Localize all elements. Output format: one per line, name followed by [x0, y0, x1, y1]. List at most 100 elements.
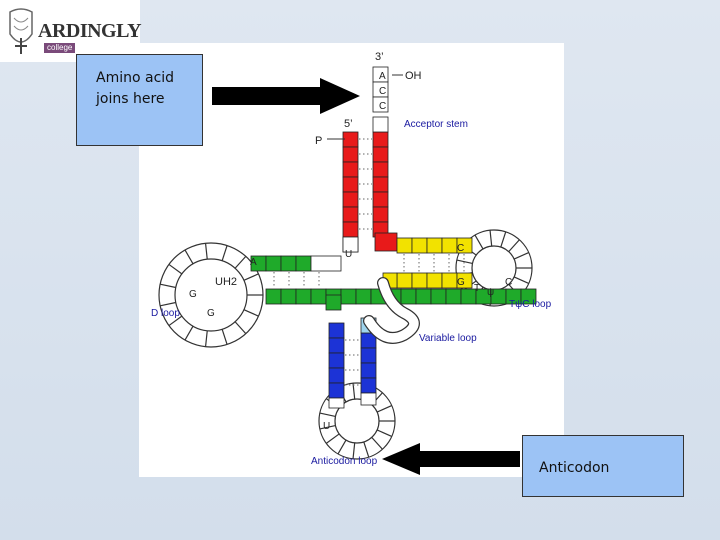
- cca-c2: C: [379, 101, 386, 112]
- arrow-right-icon: [212, 78, 360, 114]
- anticodon-loop-ring-segment: [337, 439, 347, 455]
- anticodon-cell: [328, 337, 345, 354]
- anticodon-cell: [328, 397, 345, 409]
- trna-diagram: 3’ OH 5’ P A C C Acceptor stem D loop Tψ…: [139, 43, 564, 477]
- anticodon-loop-ring-segment: [371, 436, 383, 450]
- tpsic-cell: [426, 237, 443, 254]
- variable-loop-label: Variable loop: [419, 333, 477, 344]
- cca-a: A: [379, 71, 386, 82]
- d-arm-cell: [415, 288, 432, 305]
- anticodon-cell: [360, 377, 377, 394]
- d-arm-cell: [280, 255, 297, 272]
- anticodon-cell: [328, 352, 345, 369]
- d-arm-cell: [340, 288, 357, 305]
- anticodon-cell: [360, 347, 377, 364]
- d-arm-cell: [355, 288, 372, 305]
- base-g1: G: [189, 289, 197, 300]
- acceptor-cell: [342, 176, 359, 193]
- d-loop-ring-segment: [221, 245, 228, 261]
- tpsic-cell: [411, 237, 428, 254]
- end-3-label: 3’: [375, 51, 384, 63]
- d-arm-cell: [295, 288, 312, 305]
- anticodon-loop-ring-segment: [352, 383, 356, 400]
- anticodon-cell: [328, 322, 345, 339]
- anticodon-loop-ring-segment: [325, 433, 340, 444]
- tpsic-loop-label: TψC loop: [509, 299, 552, 310]
- d-loop-ring-inner: [174, 258, 248, 332]
- d-loop-ring-segment: [168, 315, 183, 327]
- acceptor-cell: [342, 161, 359, 178]
- tpsic-loop-ring-segment: [500, 231, 507, 248]
- oh-label: OH: [405, 70, 422, 82]
- acceptor-cell: [372, 206, 389, 223]
- base-g3: G: [457, 277, 465, 288]
- base-psi: ψ: [487, 287, 494, 298]
- d-loop-ring-segment: [184, 325, 194, 341]
- tpsic-cell: [411, 272, 428, 289]
- d-loop-ring-segment: [184, 249, 194, 265]
- anticodon-cell: [360, 392, 377, 406]
- tpsic-loop-ring-segment: [489, 230, 493, 247]
- arrow-left-icon: [382, 443, 520, 475]
- base-u-anticodon: U: [323, 421, 330, 432]
- anticodon-cell: [328, 367, 345, 384]
- d-loop-ring-segment: [221, 329, 228, 345]
- trna-cloverleaf: 3’ OH 5’ P A C C Acceptor stem D loop Tψ…: [151, 51, 552, 467]
- anticodon-callout: Anticodon: [522, 435, 684, 497]
- cca-cell: [372, 96, 389, 113]
- tpsic-cell: [456, 272, 473, 289]
- tpsic-cell: [441, 237, 458, 254]
- acceptor-cell: [372, 146, 389, 163]
- acceptor-cell: [342, 236, 359, 253]
- base-g2: G: [207, 308, 215, 319]
- d-loop-ring-segment: [234, 321, 247, 335]
- d-loop-ring-segment: [243, 309, 259, 317]
- anticodon-loop-ring-segment: [319, 412, 336, 418]
- crest-icon: [9, 8, 33, 54]
- d-loop-ring-segment: [204, 330, 208, 347]
- acceptor-cell: [372, 161, 389, 178]
- tpsic-cell: [396, 272, 413, 289]
- base-t: T: [474, 283, 480, 294]
- acceptor-cell: [342, 221, 359, 238]
- d-arm-cell: [265, 255, 282, 272]
- amino-acid-callout: Amino acid joins here: [76, 54, 203, 146]
- end-5-label: 5’: [344, 118, 353, 130]
- p-label: P: [315, 135, 322, 147]
- d-arm-cell: [520, 288, 537, 305]
- d-arm-cell: [445, 288, 462, 305]
- d-arm-cell: [400, 288, 417, 305]
- acceptor-cell: [342, 146, 359, 163]
- acceptor-cell: [342, 206, 359, 223]
- acceptor-corner: [374, 232, 398, 252]
- logo-name: ARDINGLY: [38, 20, 142, 42]
- d-loop-ring-segment: [160, 283, 176, 289]
- tpsic-cell: [456, 237, 473, 254]
- acceptor-cell: [372, 116, 389, 133]
- d-arm-cell: [280, 288, 297, 305]
- logo-sub: college: [44, 43, 76, 53]
- anticodon-cell: [328, 382, 345, 399]
- d-arm-cell: [310, 255, 342, 272]
- d-loop-ring-segment: [234, 255, 247, 269]
- acceptor-cell: [372, 176, 389, 193]
- uh2-label: UH2: [215, 276, 237, 288]
- tpsic-loop-ring-segment: [508, 239, 520, 253]
- tpsic-loop-ring-segment: [513, 276, 529, 285]
- tpsic-cell: [396, 237, 413, 254]
- d-loop-label: D loop: [151, 308, 180, 319]
- d-loop-ring-segment: [204, 243, 208, 260]
- d-arm-cell: [265, 288, 282, 305]
- anticodon-loop-ring-segment: [376, 404, 392, 413]
- tpsic-cell: [426, 272, 443, 289]
- anticodon-loop-ring-segment: [363, 441, 370, 458]
- base-c1: C: [457, 243, 464, 254]
- tpsic-loop-ring-segment: [513, 251, 529, 260]
- anticodon-loop-ring-segment: [352, 442, 356, 459]
- d-arm-cell: [295, 255, 312, 272]
- anticodon-loop-label: Anticodon loop: [311, 456, 378, 467]
- anticodon-cell: [360, 362, 377, 379]
- acceptor-cell: [342, 131, 359, 148]
- d-arm-cell: [310, 288, 327, 305]
- base-a-d: A: [250, 257, 257, 268]
